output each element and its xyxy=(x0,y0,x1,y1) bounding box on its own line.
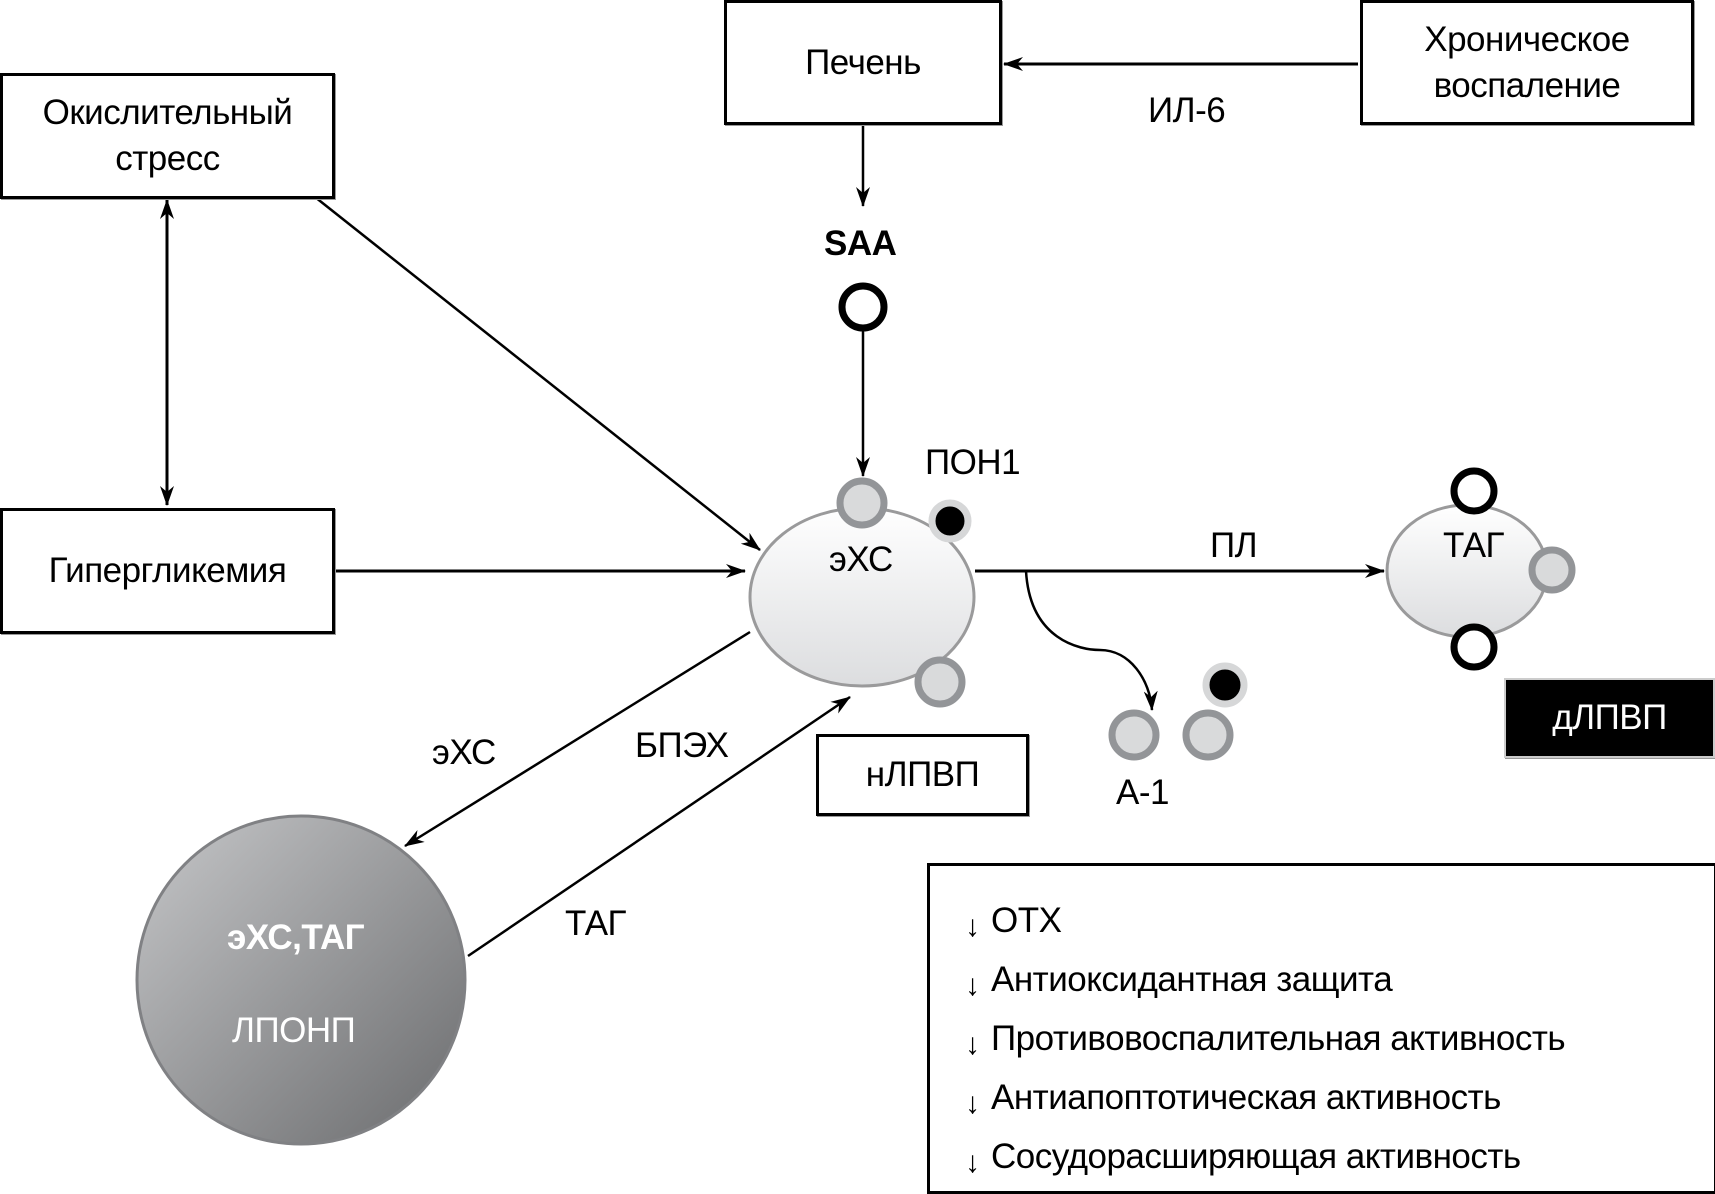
tag-transfer-label: ТАГ xyxy=(565,904,627,943)
effect-text: Сосудорасширяющая активность xyxy=(991,1137,1521,1176)
pon1-on-hdl-icon xyxy=(928,499,972,543)
cetp-label: БПЭХ xyxy=(635,726,729,765)
dysfunctional-hdl-particle xyxy=(1385,503,1549,639)
down-arrow-icon: ↓ xyxy=(965,1028,980,1061)
hyperglycemia-box: Гипергликемия xyxy=(0,508,335,634)
effects-list: ↓ ОТХ ↓ Антиоксидантная защита ↓ Противовос… xyxy=(965,894,1566,1189)
effect-item: ↓ Сосудорасширяющая активность xyxy=(965,1130,1565,1189)
dysfunctional-hdl-box: дЛПВП xyxy=(1504,678,1715,758)
pon1-label: ПОН1 xyxy=(925,443,1021,482)
apoa1-on-hdl-top-icon xyxy=(836,477,888,529)
arrow-release-apoa1 xyxy=(1024,570,1158,711)
down-arrow-icon: ↓ xyxy=(965,1146,980,1179)
effects-box: ↓ ОТХ ↓ Антиоксидантная защита ↓ Противовос… xyxy=(927,863,1715,1194)
effect-item: ↓ Антиоксидантная защита xyxy=(965,953,1565,1012)
effect-text: Антиоксидантная защита xyxy=(991,960,1393,999)
oxidative-stress-box: Окислительный стресс xyxy=(0,73,335,199)
apoa1-on-dhdl-icon xyxy=(1528,546,1576,594)
released-apoa1-left-icon xyxy=(1108,709,1160,761)
arrow-oxstress-to-hdl xyxy=(314,196,761,551)
effect-item: ↓ ОТХ xyxy=(965,894,1565,953)
effect-text: Антиапоптотическая активность xyxy=(991,1078,1501,1117)
arrow-tag-to-hdl xyxy=(467,695,851,958)
normal-hdl-box: нЛПВП xyxy=(816,734,1029,816)
down-arrow-icon: ↓ xyxy=(965,969,980,1002)
exc-transfer-label: эХС xyxy=(432,733,496,772)
tag-core-label: ТАГ xyxy=(1443,526,1505,565)
il6-label: ИЛ-6 xyxy=(1148,91,1226,130)
a1-label: А-1 xyxy=(1116,773,1169,812)
chronic-inflammation-box: Хроническое воспаление xyxy=(1360,0,1694,125)
vldl-name-label: ЛПОНП xyxy=(232,1011,356,1050)
apoa1-on-hdl-bottom-icon xyxy=(914,656,966,708)
liver-box: Печень xyxy=(724,0,1002,125)
down-arrow-icon: ↓ xyxy=(965,1087,980,1120)
pl-label: ПЛ xyxy=(1210,526,1258,565)
released-apoa1-right-icon xyxy=(1182,709,1234,761)
effect-text: ОТХ xyxy=(991,901,1062,940)
vldl-particle xyxy=(135,814,467,1146)
effect-item: ↓ Антиапоптотическая активность xyxy=(965,1071,1565,1130)
vldl-contents-label: эХС,ТАГ xyxy=(227,918,365,957)
hdl-core-label: эХС xyxy=(829,540,893,579)
saa-on-dhdl-top-icon xyxy=(1450,467,1498,515)
saa-label: SAA xyxy=(824,224,897,263)
down-arrow-icon: ↓ xyxy=(965,910,980,943)
arrow-exc-to-vldl xyxy=(404,630,751,848)
saa-particle-icon xyxy=(838,282,888,332)
released-pon1-icon xyxy=(1202,662,1248,708)
effect-text: Противовоспалительная активность xyxy=(991,1019,1566,1058)
saa-on-dhdl-bottom-icon xyxy=(1450,623,1498,671)
effect-item: ↓ Противовоспалительная активность xyxy=(965,1012,1566,1071)
